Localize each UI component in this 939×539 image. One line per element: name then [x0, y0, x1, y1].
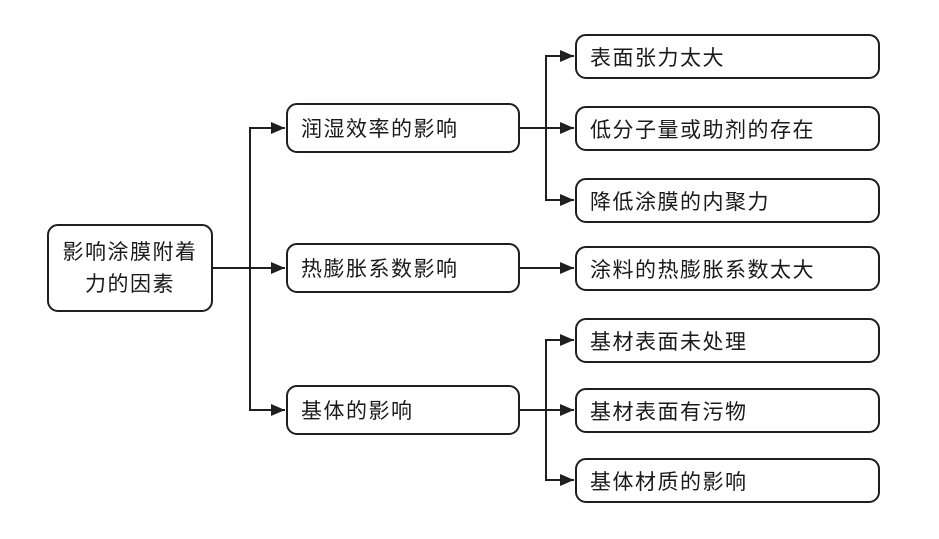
- root-node-label-line1: 影响涂膜附着: [62, 240, 198, 264]
- leaf-node-substrate-material: 基体材质的影响: [575, 458, 880, 503]
- branch3-leaf-connector: [520, 334, 574, 486]
- leaf-node-surface-untreated: 基材表面未处理: [575, 318, 880, 363]
- root-node: 影响涂膜附着 力的因素: [47, 224, 213, 312]
- branch1-leaf-connector: [520, 50, 574, 206]
- branch-node-wetting-efficiency: 润湿效率的影响: [286, 103, 520, 153]
- root-node-label-line2: 力的因素: [85, 272, 175, 296]
- leaf-node-surface-contaminated: 基材表面有污物: [575, 388, 880, 433]
- leaf-node-low-molecular-weight: 低分子量或助剂的存在: [575, 106, 880, 151]
- root-branch-connector: [213, 122, 285, 416]
- branch-node-substrate: 基体的影响: [286, 385, 520, 435]
- leaf-node-coating-thermal-expansion: 涂料的热膨胀系数太大: [575, 246, 880, 291]
- branch-node-thermal-expansion: 热膨胀系数影响: [286, 243, 520, 293]
- leaf-node-surface-tension: 表面张力太大: [575, 34, 880, 79]
- leaf-node-reduced-cohesion: 降低涂膜的内聚力: [575, 178, 880, 223]
